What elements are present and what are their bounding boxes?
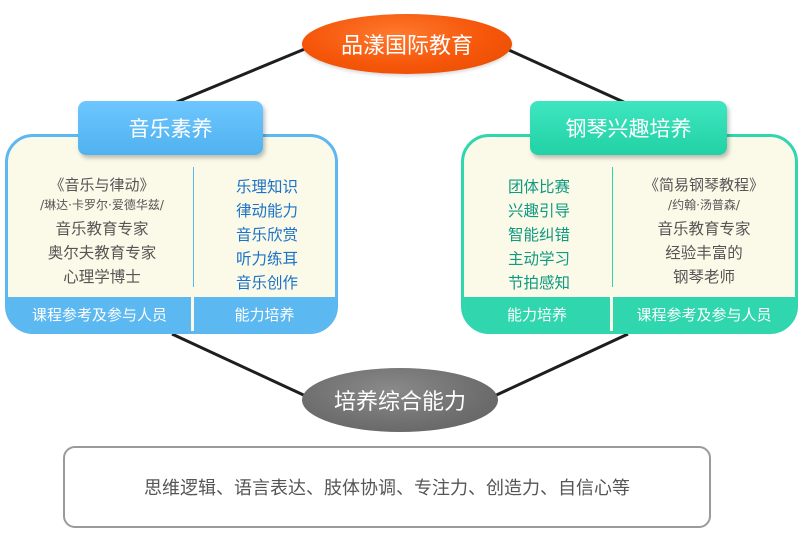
left-divider [193, 167, 194, 287]
left-person-1: 音乐教育专家 [55, 220, 149, 238]
left-tab-label: 音乐素养 [128, 117, 213, 141]
connector-top-left [171, 44, 313, 106]
right-person-1: 音乐教育专家 [657, 220, 751, 238]
right-card: 团体比赛 兴趣引导 智能纠错 主动学习 节拍感知 《简易钢琴教程》 /约翰·汤普… [461, 134, 798, 334]
left-footer-reference-label: 课程参考及参与人员 [31, 305, 167, 324]
left-book-title: 《音乐与律动》 [49, 176, 155, 194]
right-footer-reference-label: 课程参考及参与人员 [636, 305, 772, 324]
right-divider [612, 167, 613, 287]
right-skill-4: 主动学习 [507, 250, 570, 268]
left-skills-column: 乐理知识 律动能力 音乐欣赏 听力练耳 音乐创作 [196, 175, 338, 295]
right-tab-label: 钢琴兴趣培养 [565, 117, 692, 141]
left-tab: 音乐素养 [78, 101, 263, 155]
right-book-author: /约翰·汤普森/ [668, 198, 740, 212]
left-skill-1: 乐理知识 [235, 178, 298, 196]
left-footer-skills-label: 能力培养 [234, 305, 295, 324]
left-card: 《音乐与律动》 /琳达·卡罗尔·爱德华兹/ 音乐教育专家 奥尔夫教育专家 心理学… [5, 134, 338, 334]
connector-bottom-left [171, 332, 311, 400]
right-skill-2: 兴趣引导 [507, 202, 570, 220]
left-person-3: 心理学博士 [63, 268, 141, 286]
left-skill-4: 听力练耳 [235, 250, 298, 268]
right-person-3: 钢琴老师 [672, 268, 735, 286]
left-footer-reference: 课程参考及参与人员 [8, 297, 191, 331]
right-footer-skills: 能力培养 [464, 297, 610, 331]
right-skill-3: 智能纠错 [507, 226, 570, 244]
left-book-author: /琳达·卡罗尔·爱德华兹/ [40, 198, 164, 212]
left-reference-column: 《音乐与律动》 /琳达·卡罗尔·爱德华兹/ 音乐教育专家 奥尔夫教育专家 心理学… [14, 173, 190, 289]
right-skills-column: 团体比赛 兴趣引导 智能纠错 主动学习 节拍感知 [468, 175, 610, 295]
summary-box: 思维逻辑、语言表达、肢体协调、专注力、创造力、自信心等 [63, 446, 711, 528]
right-reference-column: 《简易钢琴教程》 /约翰·汤普森/ 音乐教育专家 经验丰富的 钢琴老师 [616, 173, 792, 289]
left-skill-2: 律动能力 [235, 202, 298, 220]
connector-bottom-right [489, 332, 629, 400]
bottom-oval: 培养综合能力 [302, 368, 498, 432]
right-skill-5: 节拍感知 [507, 274, 570, 292]
right-skill-1: 团体比赛 [507, 178, 570, 196]
right-tab: 钢琴兴趣培养 [530, 101, 727, 155]
top-title: 品漾国际教育 [340, 34, 473, 59]
top-oval: 品漾国际教育 [302, 14, 512, 74]
left-footer-skills: 能力培养 [194, 297, 335, 331]
left-skill-3: 音乐欣赏 [235, 226, 298, 244]
right-book-title: 《简易钢琴教程》 [643, 176, 764, 194]
right-footer-skills-label: 能力培养 [506, 305, 567, 324]
left-skill-5: 音乐创作 [235, 274, 298, 292]
right-footer-reference: 课程参考及参与人员 [613, 297, 795, 331]
connector-top-right [499, 44, 629, 106]
summary-text: 思维逻辑、语言表达、肢体协调、专注力、创造力、自信心等 [144, 478, 630, 499]
left-person-2: 奥尔夫教育专家 [47, 244, 157, 262]
bottom-title: 培养综合能力 [333, 390, 466, 415]
right-person-2: 经验丰富的 [665, 244, 743, 262]
